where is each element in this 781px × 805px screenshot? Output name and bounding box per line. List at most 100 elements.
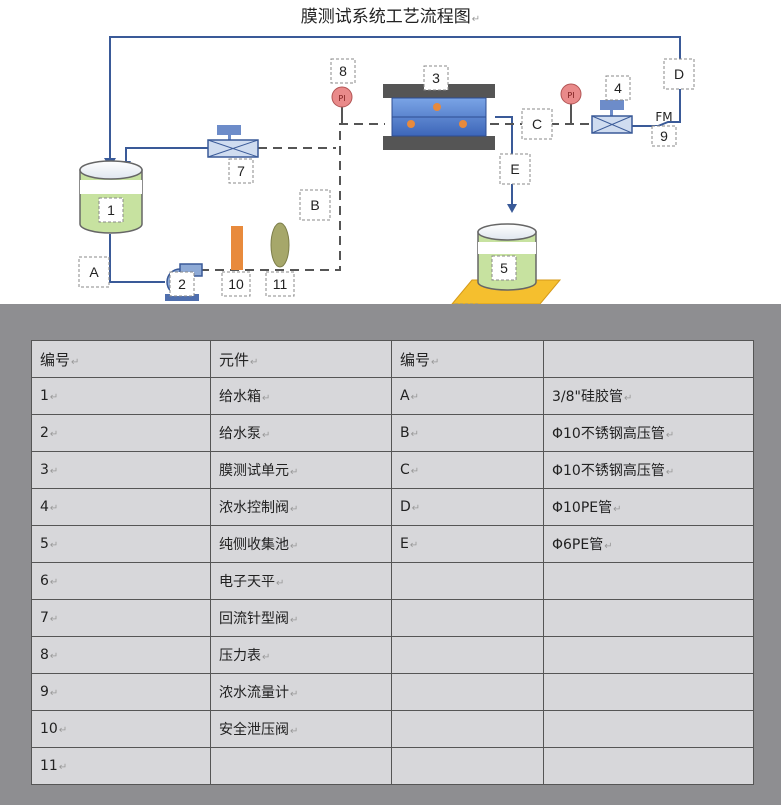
paragraph-mark: ↵ <box>290 726 299 737</box>
feed-tank <box>79 160 143 234</box>
paragraph-mark: ↵ <box>49 688 59 699</box>
cell-text: 6 <box>40 573 49 589</box>
table-cell: 2↵ <box>31 414 211 452</box>
paragraph-mark: ↵ <box>49 577 59 588</box>
cell-text: 5 <box>40 536 49 552</box>
table-cell <box>391 710 544 748</box>
table-cell: 给水泵↵ <box>210 414 392 452</box>
paragraph-mark: ↵ <box>71 356 80 368</box>
label-box-2: 2 <box>169 271 195 297</box>
cell-text: A <box>400 388 410 404</box>
table-header-cell: 编号↵ <box>31 340 211 378</box>
membrane-test-cell <box>383 84 495 150</box>
cell-text: 2 <box>40 425 49 441</box>
table-cell: 浓水流量计↵ <box>210 673 392 711</box>
cell-text: 回流针型阀 <box>219 611 289 627</box>
cell-text: 1 <box>40 388 49 404</box>
paragraph-mark: ↵ <box>411 503 421 514</box>
label-box-3: 3 <box>423 65 449 91</box>
cell-text: 浓水控制阀 <box>219 500 289 516</box>
table-row: 11↵ <box>31 747 754 785</box>
cell-text: 3 <box>40 462 49 478</box>
safety-valve-10 <box>231 226 243 270</box>
header-text: 元件 <box>219 350 250 369</box>
table-cell: 3↵ <box>31 451 211 489</box>
cell-text: B <box>400 425 410 441</box>
cell-text: 给水泵 <box>219 426 261 442</box>
table-cell: 电子天平↵ <box>210 562 392 600</box>
table-cell <box>543 562 754 600</box>
label-box-3-text: 3 <box>432 70 440 86</box>
table-cell: 10↵ <box>31 710 211 748</box>
cell-text: 给水箱 <box>219 389 261 405</box>
table-cell: 膜测试单元↵ <box>210 451 392 489</box>
paragraph-mark: ↵ <box>623 393 633 404</box>
table-cell: 纯侧收集池↵ <box>210 525 392 563</box>
cell-text: Φ6PE管 <box>552 537 604 553</box>
table-cell <box>210 747 392 785</box>
paragraph-mark: ↵ <box>410 466 420 477</box>
paragraph-mark: ↵ <box>49 503 59 514</box>
label-box-1-text: 1 <box>107 202 115 218</box>
cell-text: Φ10不锈钢高压管 <box>552 463 665 479</box>
table-cell: 回流针型阀↵ <box>210 599 392 637</box>
cell-text: 浓水流量计 <box>219 685 289 701</box>
paragraph-mark: ↵ <box>49 466 59 477</box>
label-box-b: B <box>299 189 331 221</box>
paragraph-mark: ↵ <box>58 762 68 773</box>
paragraph-mark: ↵ <box>290 467 299 478</box>
header-text: 编号 <box>400 350 431 369</box>
table-cell: A↵ <box>391 377 544 415</box>
pipe-concentrate-fm <box>632 90 681 127</box>
flowmeter-text: FM <box>655 110 672 124</box>
cell-text: C <box>400 462 410 478</box>
label-box-a-text: A <box>89 264 99 280</box>
pipe-valve7-to-tank <box>125 147 208 162</box>
table-row: 2↵给水泵↵B↵Φ10不锈钢高压管↵ <box>31 414 754 452</box>
flow-diagram-svg: PI PI FM 1 2 3 4 5 6 7 8 <box>78 36 695 329</box>
paragraph-mark: ↵ <box>290 689 299 700</box>
table-cell: Φ10不锈钢高压管↵ <box>543 451 754 489</box>
paragraph-mark: ↵ <box>471 14 481 25</box>
table-cell: 6↵ <box>31 562 211 600</box>
table-cell <box>391 599 544 637</box>
table-row: 9↵浓水流量计↵ <box>31 673 754 711</box>
label-box-10: 10 <box>221 271 251 297</box>
table-cell <box>543 636 754 674</box>
label-box-4-text: 4 <box>614 80 622 96</box>
cell-text: 11 <box>40 758 58 774</box>
cartridge-11 <box>270 222 290 268</box>
cell-text: 安全泄压阀 <box>219 722 289 738</box>
table-cell: 8↵ <box>31 636 211 674</box>
label-box-5-text: 5 <box>500 260 508 276</box>
cell-text: E <box>400 536 409 552</box>
paragraph-mark: ↵ <box>49 392 59 403</box>
table-row: 5↵纯侧收集池↵E↵Φ6PE管↵ <box>31 525 754 563</box>
label-box-b-text: B <box>310 197 319 213</box>
table-cell: 7↵ <box>31 599 211 637</box>
table-row: 4↵浓水控制阀↵D↵Φ10PE管↵ <box>31 488 754 526</box>
label-box-c-text: C <box>532 116 542 132</box>
table-header-cell: 元件↵ <box>210 340 392 378</box>
cell-text: 纯侧收集池 <box>219 537 289 553</box>
paragraph-mark: ↵ <box>58 725 68 736</box>
paragraph-mark: ↵ <box>250 356 259 368</box>
table-row: 1↵给水箱↵A↵3/8"硅胶管↵ <box>31 377 754 415</box>
table-header-cell: 编号↵ <box>391 340 544 378</box>
paragraph-mark: ↵ <box>409 540 419 551</box>
pipe-a-tank-to-pump <box>109 234 165 283</box>
label-box-7-text: 7 <box>237 163 245 179</box>
table-cell: 3/8"硅胶管↵ <box>543 377 754 415</box>
label-box-e: E <box>499 153 531 185</box>
table-cell: 1↵ <box>31 377 211 415</box>
label-box-10-text: 10 <box>228 276 244 292</box>
paragraph-mark: ↵ <box>613 504 622 515</box>
paragraph-mark: ↵ <box>262 652 271 663</box>
label-box-11: 11 <box>265 271 295 297</box>
table-cell: 浓水控制阀↵ <box>210 488 392 526</box>
table-cell <box>391 673 544 711</box>
table-cell: C↵ <box>391 451 544 489</box>
diagram-title-text: 膜测试系统工艺流程图 <box>300 7 471 27</box>
legend-table-body: 编号↵ 元件↵ 编号↵ 1↵给水箱↵A↵3/8"硅胶管↵2↵给水泵↵B↵Φ10不… <box>31 340 754 785</box>
cell-text: 7 <box>40 610 49 626</box>
